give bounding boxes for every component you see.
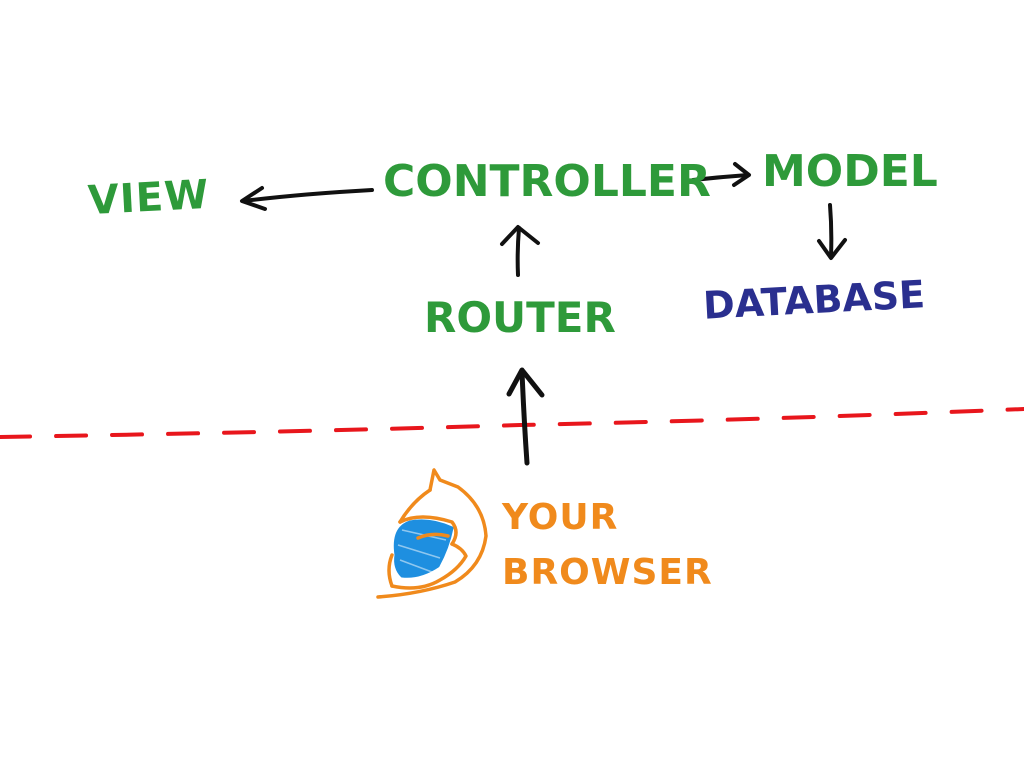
browser-label-line2: BROWSER xyxy=(502,552,713,593)
browser-label-line1: YOUR xyxy=(502,497,619,538)
arrow-controller-to-model xyxy=(691,162,751,187)
router-label: ROUTER xyxy=(424,293,616,342)
arrow-controller-to-view xyxy=(240,186,374,211)
firefox-browser-icon xyxy=(376,468,488,599)
arrow-router-to-controller xyxy=(500,225,540,277)
view-label: VIEW xyxy=(86,171,211,225)
model-label: MODEL xyxy=(762,146,938,197)
network-boundary-line xyxy=(0,407,1024,439)
controller-label: CONTROLLER xyxy=(383,156,711,207)
arrow-model-to-database xyxy=(817,203,847,260)
database-label: DATABASE xyxy=(702,272,927,328)
arrow-browser-to-router xyxy=(506,367,545,466)
